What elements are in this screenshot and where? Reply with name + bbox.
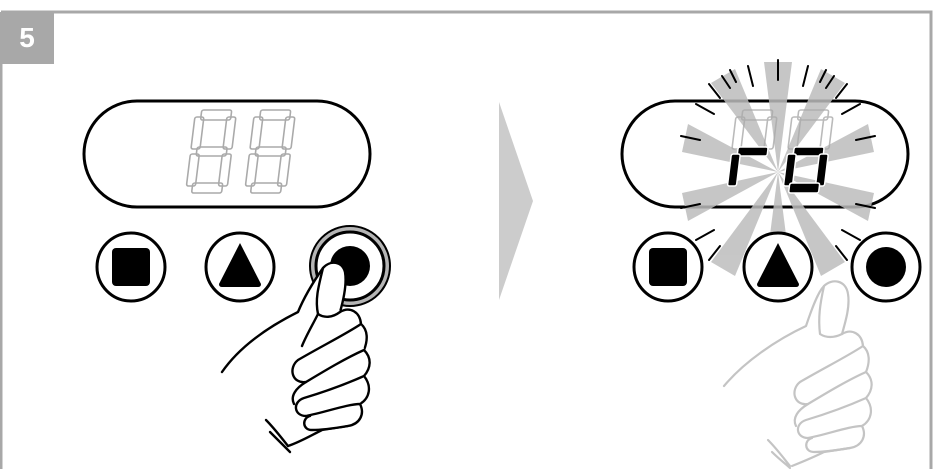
circle-icon xyxy=(866,247,906,287)
set-button-released[interactable] xyxy=(852,233,920,301)
square-icon xyxy=(649,248,687,286)
up-button-after[interactable] xyxy=(744,233,812,301)
panel-before xyxy=(84,101,390,452)
up-button-before[interactable] xyxy=(206,233,274,301)
panel-after xyxy=(622,60,920,468)
stop-button-before[interactable] xyxy=(97,233,165,301)
stop-button-after[interactable] xyxy=(634,233,702,301)
transition-arrow xyxy=(499,102,533,300)
released-hand-icon xyxy=(724,281,872,468)
square-icon xyxy=(112,248,150,286)
